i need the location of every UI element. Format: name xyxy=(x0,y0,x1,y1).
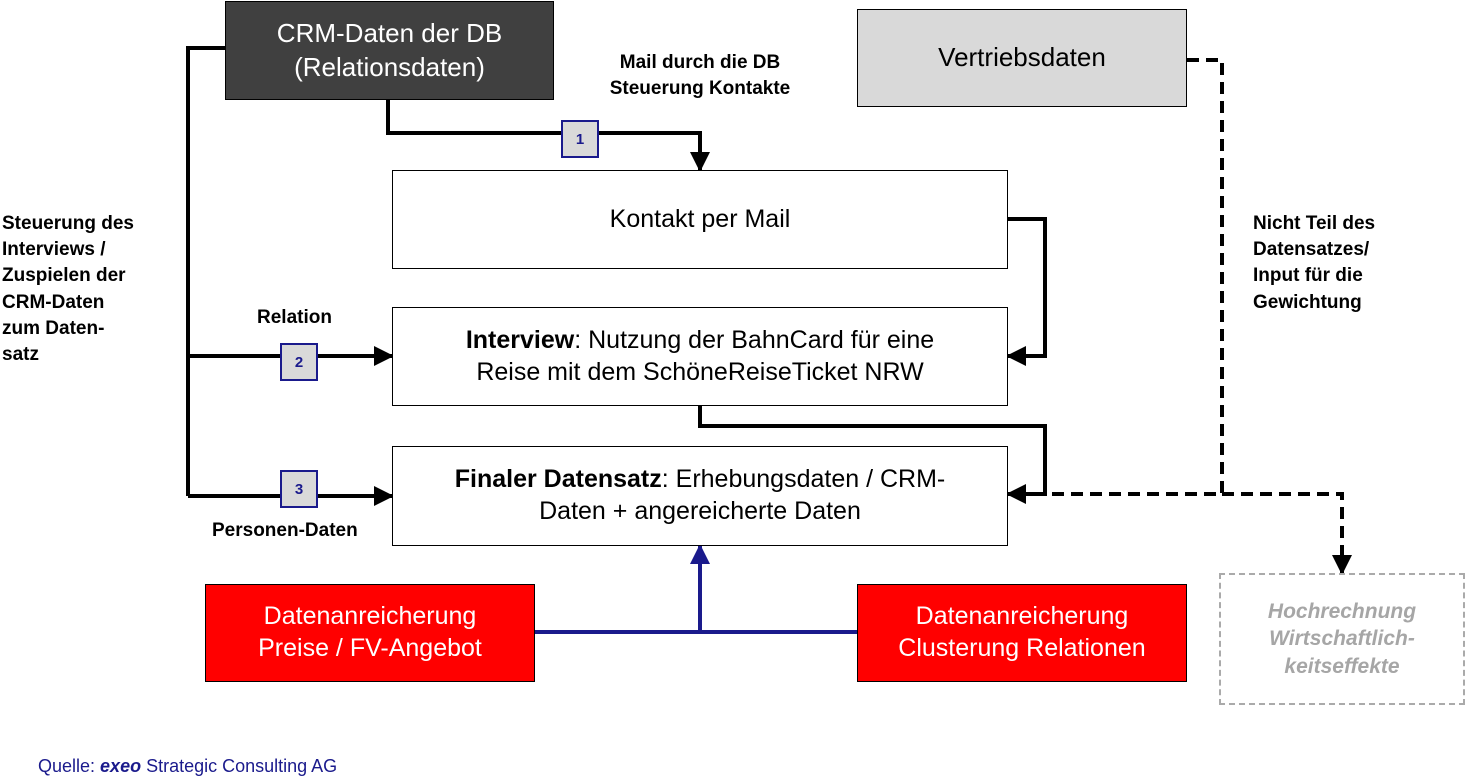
arrow-crm-to-kontakt xyxy=(386,100,710,172)
arrow-kontakt-to-interview xyxy=(1006,217,1047,366)
step-badge-2: 2 xyxy=(280,343,318,381)
right-side-label: Nicht Teil des Datensatzes/ Input für di… xyxy=(1253,211,1375,316)
hochrechnung-line3: keitseffekte xyxy=(1284,654,1400,678)
source-note: Quelle: exeo Strategic Consulting AG xyxy=(38,756,337,777)
right-label-line: Gewichtung xyxy=(1253,291,1362,313)
final-line2: Daten + angereicherte Daten xyxy=(539,497,861,525)
enrich-left-line2: Preise / FV-Angebot xyxy=(258,634,482,662)
final-line1: Finaler Datensatz: Erhebungsdaten / CRM- xyxy=(455,464,946,496)
vertriebsdaten-box: Vertriebsdaten xyxy=(857,9,1187,107)
left-label-line: zum Daten- xyxy=(2,317,105,339)
hochrechnung-line1: Hochrechnung xyxy=(1267,600,1417,624)
step-badge-1: 1 xyxy=(561,120,599,158)
enrich-right-line2: Clusterung Relationen xyxy=(898,634,1146,662)
hochrechnung-box: Hochrechnung Wirtschaftlich- keitseffekt… xyxy=(1219,573,1465,705)
dashed-vertrieb-to-final xyxy=(1045,58,1224,496)
dashed-to-hochrechnung xyxy=(1222,492,1352,575)
mail-label: Mail durch die DB Steuerung Kontakte xyxy=(580,50,820,102)
source-suffix: Strategic Consulting AG xyxy=(141,756,338,776)
left-label-line: satz xyxy=(2,344,39,366)
left-side-label: Steuerung des Interviews / Zuspielen der… xyxy=(2,211,134,368)
crm-box-line1: CRM-Daten der DB xyxy=(276,18,503,49)
interview-line2: Reise mit dem SchöneReiseTicket NRW xyxy=(476,357,924,386)
kontakt-label: Kontakt per Mail xyxy=(609,204,791,233)
crm-data-box: CRM-Daten der DB (Relationsdaten) xyxy=(225,1,554,100)
interview-box: Interview: Nutzung der BahnCard für eine… xyxy=(392,307,1008,406)
mail-label-line1: Mail durch die DB xyxy=(619,52,781,73)
source-brand: exeo xyxy=(100,756,142,776)
personen-daten-label: Personen-Daten xyxy=(212,520,358,541)
enrichment-cluster-box: Datenanreicherung Clusterung Relationen xyxy=(857,584,1187,682)
left-label-line: Steuerung des xyxy=(2,213,134,234)
final-datensatz-box: Finaler Datensatz: Erhebungsdaten / CRM-… xyxy=(392,446,1008,546)
kontakt-box: Kontakt per Mail xyxy=(392,170,1008,269)
right-label-line: Datensatzes/ xyxy=(1253,239,1370,261)
final-bold: Finaler Datensatz xyxy=(454,465,662,494)
interview-line1: Interview: Nutzung der BahnCard für eine xyxy=(466,325,934,357)
step-badge-3: 3 xyxy=(280,470,318,508)
crm-box-line2: (Relationsdaten) xyxy=(294,51,485,82)
mail-label-line2: Steuerung Kontakte xyxy=(609,78,791,100)
left-label-line: CRM-Daten xyxy=(2,291,105,313)
interview-bold: Interview xyxy=(465,325,575,354)
left-label-line: Interviews / xyxy=(2,239,106,261)
enrich-right-line1: Datenanreicherung xyxy=(915,602,1129,631)
interview-rest: : Nutzung der BahnCard für eine xyxy=(574,325,935,354)
enrichment-prices-box: Datenanreicherung Preise / FV-Angebot xyxy=(205,584,535,682)
final-rest: : Erhebungsdaten / CRM- xyxy=(661,465,946,494)
right-label-line: Input für die xyxy=(1253,265,1363,287)
enrich-left-line1: Datenanreicherung xyxy=(263,602,477,631)
left-bus-line xyxy=(186,46,225,496)
left-label-line: Zuspielen der xyxy=(2,265,126,287)
relation-label: Relation xyxy=(257,307,332,328)
right-label-line: Nicht Teil des xyxy=(1253,213,1376,234)
vertriebsdaten-label: Vertriebsdaten xyxy=(938,42,1106,73)
hochrechnung-line2: Wirtschaftlich- xyxy=(1269,627,1415,651)
source-prefix: Quelle: xyxy=(38,756,101,776)
arrow-interview-to-final xyxy=(698,405,1047,504)
